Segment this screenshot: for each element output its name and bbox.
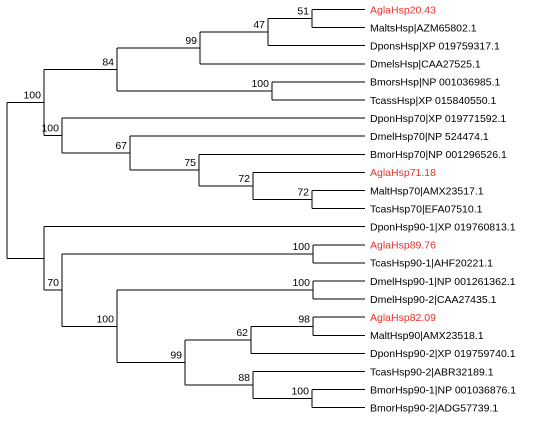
tree-branches	[6, 9, 365, 409]
support-value-n_s: 100	[96, 313, 114, 325]
leaf-label-4: BmorsHsp|NP 001036985.1	[370, 77, 501, 89]
support-value-n_k: 100	[23, 90, 41, 102]
leaf-label-5: TcassHsp|XP 015840550.1	[370, 95, 496, 107]
support-value-n_c: 99	[185, 35, 197, 47]
leaf-label-3: DmelsHsp|CAA27525.1	[370, 59, 481, 71]
leaf-label-13: AglaHsp89.76	[370, 240, 436, 252]
support-value-n_q: 88	[238, 372, 250, 384]
leaf-label-16: DmelHsp90-2|CAA27435.1	[370, 294, 497, 306]
leaf-label-1: MaltsHsp|AZM65802.1	[370, 22, 477, 34]
leaf-label-7: DmelHsp70|NP 524474.1	[370, 131, 489, 143]
support-value-n_i: 67	[115, 140, 127, 152]
leaf-label-8: BmorHsp70|NP 001296526.1	[370, 149, 507, 161]
leaf-label-15: DmelHsp90-1|NP 001261362.1	[370, 276, 516, 288]
leaf-label-11: TcasHsp70|EFA07510.1	[370, 203, 483, 215]
leaf-label-9: AglaHsp71.18	[370, 167, 436, 179]
support-value-n_j: 100	[41, 123, 59, 135]
leaf-label-22: BmorHsp90-2|ADG57739.1	[370, 403, 498, 415]
leaf-label-14: TcasHsp90-1|AHF20221.1	[370, 258, 493, 270]
support-value-n_e: 84	[102, 56, 114, 68]
support-value-n_m: 100	[292, 277, 310, 289]
leaf-label-0: AglaHsp20.43	[370, 4, 436, 16]
leaf-label-17: AglaHsp82.09	[370, 312, 436, 324]
leaf-label-19: DponHsp90-2|XP 019759740.1	[370, 348, 516, 360]
support-value-n_b: 47	[253, 19, 265, 31]
leaf-label-10: MaltHsp70|AMX23517.1	[370, 185, 484, 197]
leaf-label-6: DponHsp70|XP 019771592.1	[370, 113, 506, 125]
support-value-n_r: 99	[170, 349, 182, 361]
support-value-n_t: 70	[47, 277, 59, 289]
support-value-n_a: 51	[297, 6, 309, 18]
support-value-n_o: 62	[236, 327, 248, 339]
support-values: 51 47 99 100 84 72 72 75 67 100 100 100 100 98 62 100 88…	[23, 6, 310, 398]
support-value-n_d: 100	[251, 78, 269, 90]
support-value-n_p: 100	[291, 386, 309, 398]
support-value-n_h: 75	[184, 157, 196, 169]
leaf-label-20: TcasHsp90-2|ABR32189.1	[370, 366, 494, 378]
support-value-n_l: 100	[292, 241, 310, 253]
leaf-label-21: BmorHsp90-1|NP 001036876.1	[370, 384, 516, 396]
leaf-label-2: DponsHsp|XP 019759317.1	[370, 41, 500, 53]
leaf-label-12: DponHsp90-1|XP 019760813.1	[370, 222, 516, 234]
support-value-n_f: 72	[297, 187, 309, 199]
leaf-label-18: MaltHsp90|AMX23518.1	[370, 330, 484, 342]
support-value-n_g: 72	[238, 173, 250, 185]
support-value-n_n: 98	[298, 313, 310, 325]
leaf-labels: AglaHsp20.43MaltsHsp|AZM65802.1DponsHsp|…	[370, 4, 516, 414]
